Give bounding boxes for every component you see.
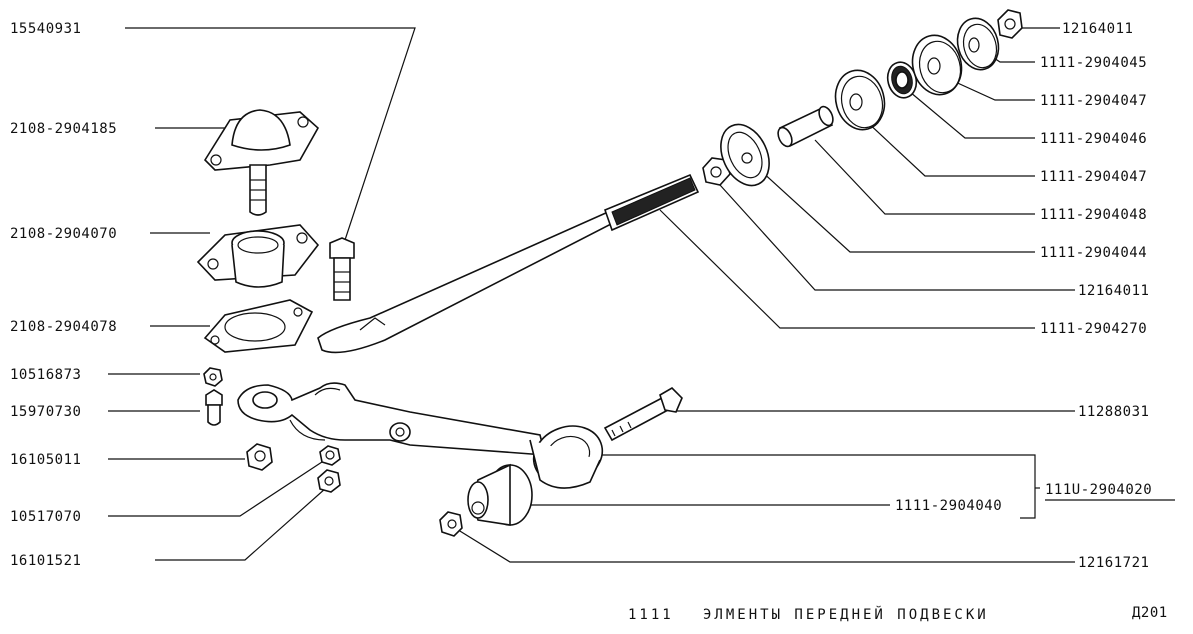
leader-1111-2904046	[909, 91, 1035, 139]
leader-1111-2904270	[659, 209, 1035, 329]
bolt-11288031	[603, 386, 683, 442]
footer-model: 1111	[628, 607, 674, 623]
label-2108-2904078: 2108-2904078	[10, 319, 117, 335]
label-1111-2904270: 1111-2904270	[1040, 321, 1147, 337]
bolt-15970730	[205, 389, 223, 426]
label-1111-2904047a: 1111-2904047	[1040, 93, 1147, 109]
leader-15540931	[125, 27, 416, 241]
leader-lines	[108, 27, 1175, 563]
label-11288031: 11288031	[1078, 404, 1149, 420]
footer-title: ЭЛМЕНТЫ ПЕРЕДНЕЙ ПОДВЕСКИ	[703, 605, 989, 623]
footer: 1111 ЭЛМЕНТЫ ПЕРЕДНЕЙ ПОДВЕСКИ Д201	[628, 605, 1168, 623]
footer-sheet: Д201	[1132, 605, 1168, 621]
leader-1111-2904048	[814, 139, 1035, 215]
leader-12164011-mid	[719, 184, 1075, 291]
label-1111-2904047b: 1111-2904047	[1040, 169, 1147, 185]
label-10517070: 10517070	[10, 509, 81, 525]
silent-block	[467, 463, 533, 526]
label-1111-2904046: 1111-2904046	[1040, 131, 1147, 147]
nut-12164011-mid	[702, 157, 731, 186]
washer-1111-2904047b	[834, 69, 886, 131]
label-10516873: 10516873	[10, 367, 81, 383]
part-labels: 15540931 2108-2904185 2108-2904070 2108-…	[10, 21, 1152, 571]
label-16105011: 16105011	[10, 452, 81, 468]
label-1111-2904048: 1111-2904048	[1040, 207, 1147, 223]
leader-16101521	[155, 487, 327, 561]
bolt-15540931	[329, 237, 355, 301]
leader-10517070	[108, 459, 326, 517]
label-2108-2904185: 2108-2904185	[10, 121, 117, 137]
label-1111-2904045: 1111-2904045	[1040, 55, 1147, 71]
bushing-1111-2904046	[886, 61, 918, 99]
ball-joint	[203, 109, 320, 216]
lower-arm	[237, 382, 604, 489]
label-111U-2904020: 111U-2904020	[1045, 482, 1152, 498]
label-15540931: 15540931	[10, 21, 81, 37]
label-12164011-top: 12164011	[1062, 21, 1133, 37]
strut-rod	[317, 173, 700, 354]
label-1111-2904040: 1111-2904040	[895, 498, 1002, 514]
leader-1111-2904044	[759, 169, 1035, 253]
label-1111-2904044: 1111-2904044	[1040, 245, 1147, 261]
leader-12161721	[454, 527, 1075, 563]
nut-10516873	[203, 367, 223, 387]
label-12164011-mid: 12164011	[1078, 283, 1149, 299]
gasket	[203, 299, 314, 353]
washer-1111-2904044	[720, 123, 770, 187]
bracket-111U-2904020	[600, 454, 1036, 519]
nut-10517070	[319, 445, 341, 466]
spacer-1111-2904048	[777, 105, 834, 148]
ball-joint-cup	[196, 224, 320, 288]
nut-16101521	[317, 469, 341, 493]
label-12161721: 12161721	[1078, 555, 1149, 571]
leader-1111-2904047b	[864, 119, 1035, 177]
nut-12161721	[439, 511, 463, 537]
nut-16105011	[246, 443, 273, 471]
label-2108-2904070: 2108-2904070	[10, 226, 117, 242]
washer-1111-2904045	[956, 17, 1000, 71]
label-16101521: 16101521	[10, 553, 81, 569]
nut-12164011-top	[997, 9, 1023, 39]
washer-1111-2904047a	[911, 34, 963, 96]
label-15970730: 15970730	[10, 404, 81, 420]
